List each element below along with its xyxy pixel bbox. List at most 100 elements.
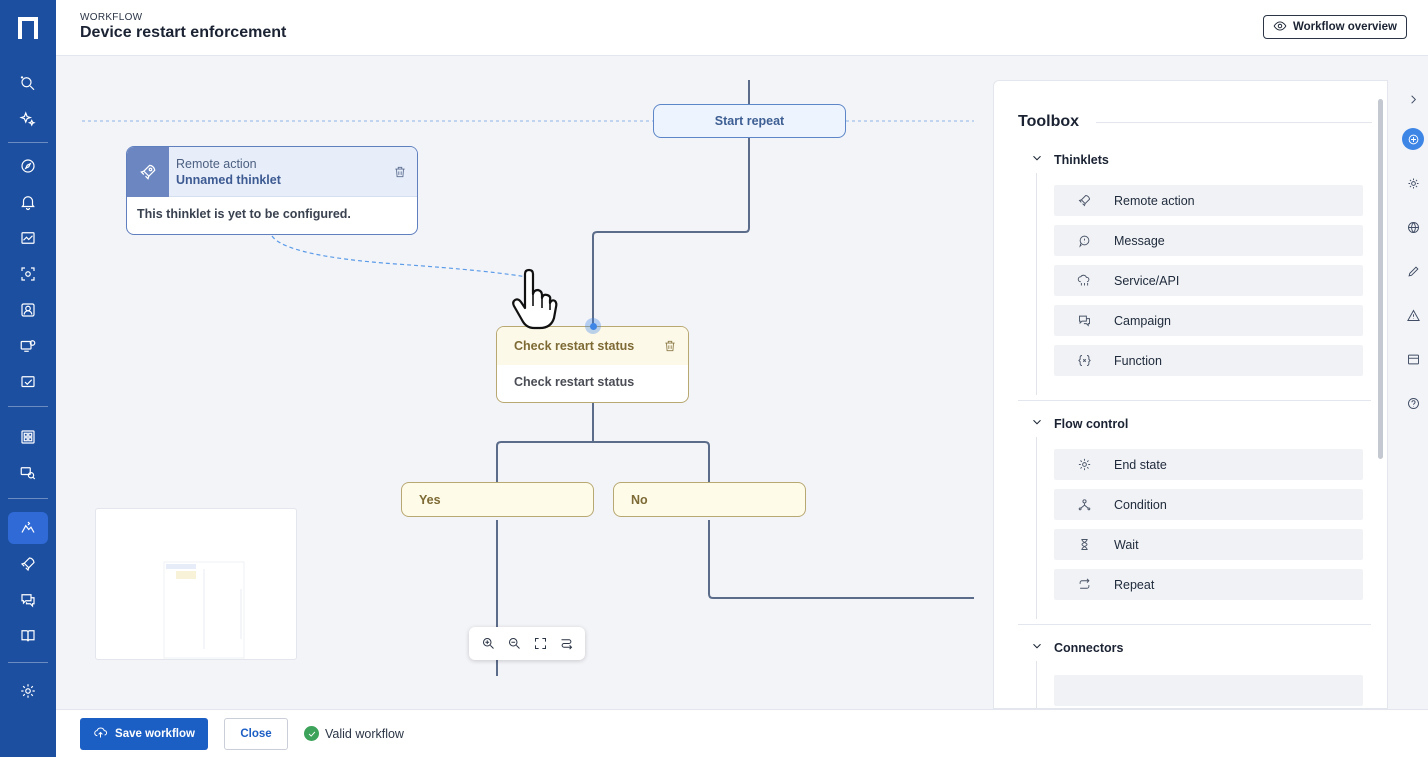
toolbox-title-divider bbox=[1096, 122, 1372, 123]
pencil-icon[interactable] bbox=[1402, 260, 1424, 282]
section-divider bbox=[1018, 400, 1371, 401]
device-search-icon[interactable] bbox=[10, 457, 46, 489]
eye-icon bbox=[1273, 19, 1287, 36]
remote-action-thinklet-card[interactable]: Remote action Unnamed thinklet This thin… bbox=[126, 146, 418, 235]
tool-campaign[interactable]: Campaign bbox=[1054, 305, 1363, 336]
chevron-down-icon bbox=[1030, 639, 1044, 656]
flow-control-section-header[interactable]: Flow control bbox=[1030, 415, 1128, 432]
tool-wait[interactable]: Wait bbox=[1054, 529, 1363, 560]
branch-yes[interactable]: Yes bbox=[401, 482, 594, 517]
help-icon[interactable] bbox=[1402, 392, 1424, 414]
trash-icon[interactable] bbox=[663, 339, 677, 358]
scan-icon[interactable] bbox=[10, 258, 46, 290]
toolbox-scrollbar[interactable] bbox=[1378, 99, 1383, 459]
condition-body: Check restart status bbox=[514, 375, 635, 389]
thinklets-section-header[interactable]: Thinklets bbox=[1030, 151, 1109, 168]
section-label: Flow control bbox=[1054, 416, 1129, 431]
rocket-icon bbox=[1054, 193, 1114, 208]
tool-remote-action[interactable]: Remote action bbox=[1054, 185, 1363, 216]
sparkles-icon[interactable] bbox=[10, 103, 46, 135]
connectors-section-header[interactable]: Connectors bbox=[1030, 639, 1123, 656]
tool-label: Repeat bbox=[1114, 577, 1155, 592]
workflow-icon[interactable] bbox=[8, 512, 48, 544]
condition-icon bbox=[1054, 497, 1114, 512]
toolbox-panel: Toolbox Thinklets Remote action Message … bbox=[993, 80, 1388, 709]
tool-condition[interactable]: Condition bbox=[1054, 489, 1363, 520]
tool-service-api[interactable]: Service/API bbox=[1054, 265, 1363, 296]
page-header: WORKFLOW Device restart enforcement Work… bbox=[56, 0, 1428, 56]
page-footer: Save workflow Close Valid workflow bbox=[56, 709, 1428, 757]
chevron-right-icon[interactable] bbox=[1402, 88, 1424, 110]
canvas-minimap[interactable] bbox=[95, 508, 297, 660]
layout-icon[interactable] bbox=[556, 634, 576, 654]
app-logo[interactable] bbox=[0, 0, 56, 56]
hourglass-icon bbox=[1054, 537, 1114, 552]
zoom-in-icon[interactable] bbox=[478, 634, 498, 654]
workflow-overview-button[interactable]: Workflow overview bbox=[1263, 15, 1407, 39]
tool-message[interactable]: Message bbox=[1054, 225, 1363, 256]
check-restart-condition-card[interactable]: Check restart status Check restart statu… bbox=[496, 326, 689, 403]
save-workflow-button[interactable]: Save workflow bbox=[80, 718, 208, 750]
chart-icon[interactable] bbox=[10, 222, 46, 254]
settings-icon[interactable] bbox=[10, 675, 46, 707]
right-rail bbox=[1397, 80, 1428, 709]
minimap-preview bbox=[163, 561, 245, 659]
section-label: Thinklets bbox=[1054, 152, 1109, 167]
hand-cursor-icon bbox=[512, 268, 558, 330]
page-title: Device restart enforcement bbox=[80, 24, 287, 41]
zoom-out-icon[interactable] bbox=[504, 634, 524, 654]
book-icon[interactable] bbox=[10, 620, 46, 652]
left-nav bbox=[0, 0, 56, 757]
thinklets-section: Thinklets Remote action Message Service/… bbox=[1018, 151, 1371, 401]
thinklet-message: This thinklet is yet to be configured. bbox=[137, 207, 351, 221]
connector-lines bbox=[82, 80, 974, 676]
workflow-overview-label: Workflow overview bbox=[1293, 21, 1397, 33]
grid-icon[interactable] bbox=[10, 421, 46, 453]
thinklet-card-header: Remote action Unnamed thinklet bbox=[127, 147, 417, 197]
campaign-icon bbox=[1054, 313, 1114, 328]
tool-repeat[interactable]: Repeat bbox=[1054, 569, 1363, 600]
search-sparkle-icon[interactable] bbox=[10, 67, 46, 99]
flow-control-section: Flow control End state Condition Wait Re… bbox=[1018, 415, 1371, 625]
people-search-icon[interactable] bbox=[10, 294, 46, 326]
function-icon bbox=[1054, 353, 1114, 368]
validation-status-label: Valid workflow bbox=[325, 726, 404, 741]
thinklet-name: Unnamed thinklet bbox=[176, 173, 281, 187]
add-circle-icon[interactable] bbox=[1402, 128, 1424, 150]
nav-divider bbox=[8, 662, 48, 663]
device-settings-icon[interactable] bbox=[10, 330, 46, 362]
section-guide bbox=[1036, 173, 1037, 395]
compass-icon[interactable] bbox=[10, 150, 46, 182]
close-button[interactable]: Close bbox=[224, 718, 288, 750]
cloud-upload-icon bbox=[93, 725, 108, 743]
settings-icon[interactable] bbox=[1402, 172, 1424, 194]
thinklet-type-label: Remote action bbox=[176, 157, 257, 171]
panel-icon[interactable] bbox=[1402, 348, 1424, 370]
toolbox-title: Toolbox bbox=[1018, 113, 1080, 130]
tool-function[interactable]: Function bbox=[1054, 345, 1363, 376]
tool-end-state[interactable]: End state bbox=[1054, 449, 1363, 480]
tool-label: Message bbox=[1114, 233, 1165, 248]
workflow-canvas[interactable]: Start repeat Remote action Unnamed think… bbox=[56, 56, 1372, 709]
nav-divider bbox=[8, 498, 48, 499]
tool-label: Function bbox=[1114, 353, 1162, 368]
rocket-icon[interactable] bbox=[10, 548, 46, 580]
warning-icon[interactable] bbox=[1402, 304, 1424, 326]
message-icon bbox=[1054, 233, 1114, 248]
zoom-toolbar bbox=[469, 627, 585, 660]
chevron-down-icon bbox=[1030, 415, 1044, 432]
fit-view-icon[interactable] bbox=[530, 634, 550, 654]
monitor-check-icon[interactable] bbox=[10, 366, 46, 398]
branch-no[interactable]: No bbox=[613, 482, 806, 517]
trash-icon[interactable] bbox=[393, 165, 407, 184]
nav-divider bbox=[8, 142, 48, 143]
condition-title: Check restart status bbox=[514, 339, 635, 353]
section-divider bbox=[1018, 624, 1371, 625]
globe-icon[interactable] bbox=[1402, 216, 1424, 238]
start-repeat-node[interactable]: Start repeat bbox=[653, 104, 846, 138]
connection-handle[interactable] bbox=[585, 318, 601, 334]
tool-connector-item[interactable] bbox=[1054, 675, 1363, 706]
bell-icon[interactable] bbox=[10, 186, 46, 218]
chat-icon[interactable] bbox=[10, 584, 46, 616]
tool-label: End state bbox=[1114, 457, 1167, 472]
